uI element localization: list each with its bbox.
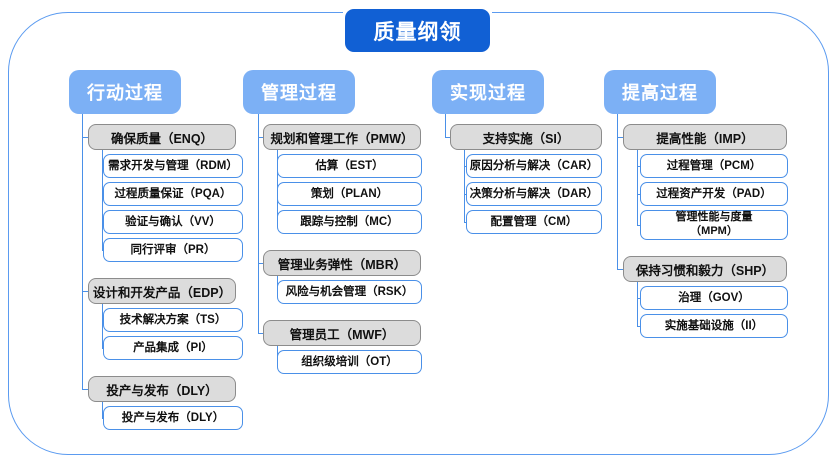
group-box-si[interactable]: 支持实施（SI） [450,124,602,150]
connector-trunk-to-group-3-1 [445,137,450,139]
group-box-dly[interactable]: 投产与发布（DLY） [88,376,236,402]
connector-group-to-leaf-3-1-3 [464,222,466,224]
connector-group-spine-1-1 [102,150,104,250]
connector-group-spine-1-2 [102,304,104,348]
connector-group-spine-2-2 [277,276,279,292]
connector-group-to-leaf-4-1-3 [637,225,640,227]
connector-trunk-to-group-2-1 [258,137,263,139]
column-header-2[interactable]: 管理过程 [243,70,355,114]
connector-group-to-leaf-4-2-1 [637,298,640,300]
leaf-box-est[interactable]: 估算（EST） [277,154,422,178]
connector-group-spine-3-1 [464,150,466,222]
leaf-box-plan[interactable]: 策划（PLAN） [277,182,422,206]
connector-column-spine-3 [445,114,447,137]
connector-group-to-leaf-4-1-2 [637,194,640,196]
group-box-mbr[interactable]: 管理业务弹性（MBR） [263,250,421,276]
connector-trunk-to-group-2-2 [258,263,263,265]
leaf-box-car[interactable]: 原因分析与解决（CAR） [466,154,602,178]
connector-trunk-to-group-1-1 [82,137,88,139]
connector-group-spine-4-1 [637,150,639,225]
group-box-shp[interactable]: 保持习惯和毅力（SHP） [623,256,787,282]
column-header-3[interactable]: 实现过程 [432,70,544,114]
column-header-4[interactable]: 提高过程 [604,70,716,114]
connector-group-spine-1-3 [102,402,104,418]
connector-trunk-to-group-1-3 [82,389,88,391]
connector-group-spine-2-3 [277,346,279,362]
group-box-mwf[interactable]: 管理员工（MWF） [263,320,421,346]
group-box-enq[interactable]: 确保质量（ENQ） [88,124,236,150]
connector-trunk-to-group-1-2 [82,291,88,293]
leaf-box-ii[interactable]: 实施基础设施（II） [640,314,788,338]
leaf-box-pqa[interactable]: 过程质量保证（PQA） [103,182,243,206]
connector-group-to-leaf-1-3-1 [102,418,103,420]
connector-trunk-to-group-4-2 [617,269,623,271]
connector-group-to-leaf-1-1-4 [102,250,103,252]
group-box-edp[interactable]: 设计和开发产品（EDP） [88,278,236,304]
leaf-box-ts[interactable]: 技术解决方案（TS） [103,308,243,332]
leaf-box-pr[interactable]: 同行评审（PR） [103,238,243,262]
group-box-imp[interactable]: 提高性能（IMP） [623,124,787,150]
connector-trunk-to-group-2-3 [258,333,263,335]
leaf-box-gov[interactable]: 治理（GOV） [640,286,788,310]
leaf-box-ot[interactable]: 组织级培训（OT） [277,350,422,374]
leaf-box-rsk[interactable]: 风险与机会管理（RSK） [277,280,422,304]
leaf-box-rdm[interactable]: 需求开发与管理（RDM） [103,154,243,178]
group-box-pmw[interactable]: 规划和管理工作（PMW） [263,124,421,150]
connector-group-spine-4-2 [637,282,639,326]
leaf-box-dar[interactable]: 决策分析与解决（DAR） [466,182,602,206]
leaf-box-vv[interactable]: 验证与确认（VV） [103,210,243,234]
connector-group-spine-2-1 [277,150,279,222]
leaf-box-cm[interactable]: 配置管理（CM） [466,210,602,234]
connector-group-to-leaf-4-2-2 [637,326,640,328]
connector-column-spine-2 [258,114,260,333]
connector-group-to-leaf-1-2-2 [102,348,103,350]
connector-group-to-leaf-4-1-1 [637,166,640,168]
leaf-box-mpm[interactable]: 管理性能与度量（MPM） [640,210,788,240]
connector-trunk-to-group-4-1 [617,137,623,139]
connector-column-spine-1 [82,114,84,389]
leaf-box-pi[interactable]: 产品集成（PI） [103,336,243,360]
leaf-box-dly[interactable]: 投产与发布（DLY） [103,406,243,430]
leaf-box-pcm[interactable]: 过程管理（PCM） [640,154,788,178]
diagram-title: 质量纲领 [345,9,490,52]
column-header-1[interactable]: 行动过程 [69,70,181,114]
leaf-box-mc[interactable]: 跟踪与控制（MC） [277,210,422,234]
connector-column-spine-4 [617,114,619,269]
leaf-box-pad[interactable]: 过程资产开发（PAD） [640,182,788,206]
